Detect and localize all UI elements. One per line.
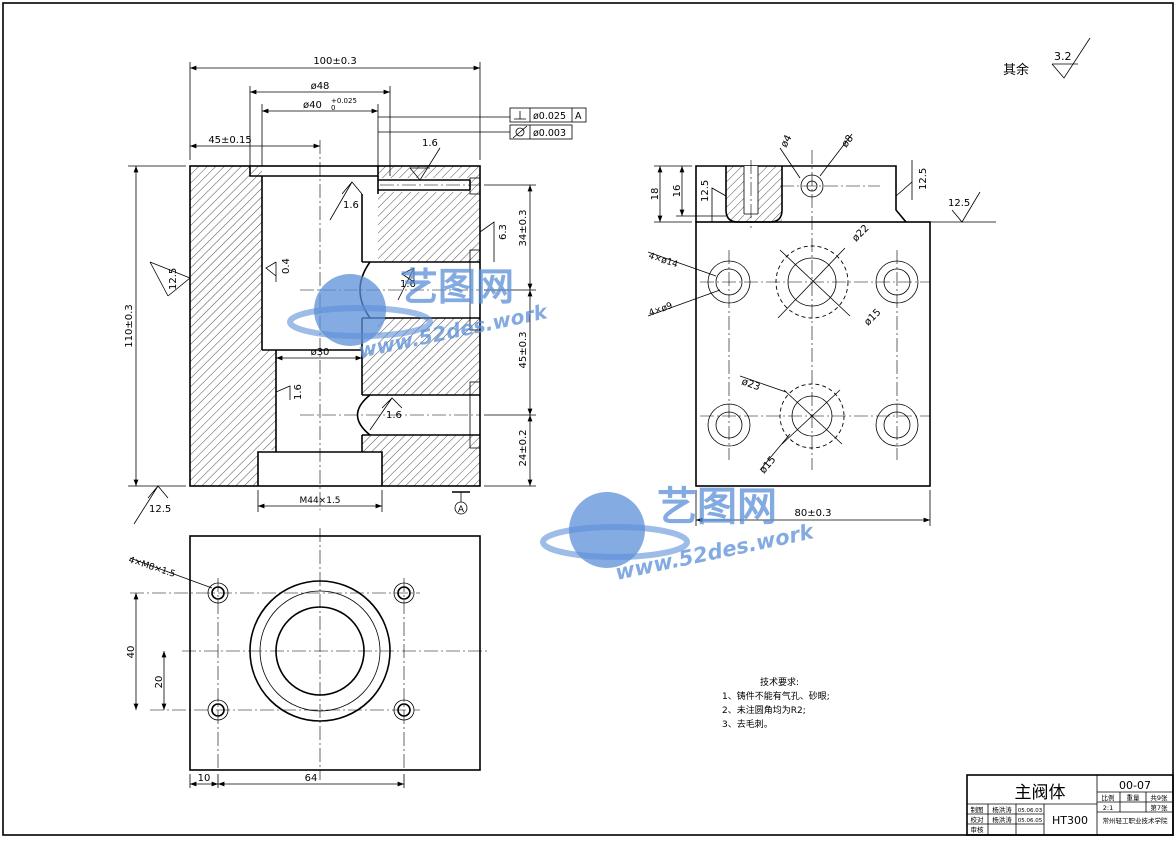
dim-h20: 20 (154, 676, 165, 689)
watermark-brand: 艺图网 (657, 484, 777, 530)
technical-notes: 技术要求: 1、铸件不能有气孔、砂眼; 2、未注圆角均为R2; 3、去毛刺。 (722, 676, 830, 730)
dim-h40: 40 (126, 646, 137, 659)
perp-ref: A (575, 111, 582, 122)
roughness-symbol: 0.4 (265, 258, 292, 282)
roughness-symbol: 12.5 (133, 485, 171, 525)
dim-h45: 45±0.3 (518, 331, 529, 368)
svg-text:05.06.05: 05.06.05 (1018, 818, 1043, 824)
svg-text:05.06.03: 05.06.03 (1018, 808, 1043, 814)
svg-text:第7张: 第7张 (1150, 803, 1168, 812)
svg-text:12.5: 12.5 (918, 168, 929, 190)
roughness-symbol: 12.5 (700, 180, 727, 222)
svg-text:0.4: 0.4 (281, 258, 292, 274)
svg-text:比例: 比例 (1102, 793, 1115, 802)
cylindricity-frame: ø0.003 (509, 124, 573, 140)
dim-width: 100±0.3 (313, 56, 356, 67)
svg-text:1.6: 1.6 (343, 200, 359, 211)
material: HT300 (1052, 814, 1088, 827)
dim-d23: ø23 (740, 376, 761, 393)
notes-title: 技术要求: (760, 676, 799, 688)
roughness-symbol: 12.5 (906, 191, 996, 223)
cyl-tol: ø0.003 (533, 128, 566, 139)
dim-d48: ø48 (311, 81, 330, 92)
svg-text:1.6: 1.6 (386, 410, 402, 421)
svg-text:6.3: 6.3 (498, 224, 509, 240)
svg-text:12.5: 12.5 (700, 180, 711, 202)
school: 常州轻工职业技术学院 (1103, 816, 1169, 825)
dim-d22: ø22 (850, 223, 871, 244)
title-block: 主阀体 00-07 比例 重量 共9张 2:1 第7张 制图 校对 审核 杨洪涛… (966, 774, 1174, 836)
dim-side-width: 80±0.3 (794, 508, 831, 519)
svg-text:审核: 审核 (971, 825, 985, 834)
svg-text:2:1: 2:1 (1103, 804, 1113, 812)
roughness-symbol: 1.6 (275, 384, 304, 412)
other-val: 3.2 (1054, 50, 1072, 63)
note-item: 1、铸件不能有气孔、砂眼; (722, 690, 830, 702)
watermark-brand: 艺图网 (400, 265, 514, 309)
roughness-symbol: 1.6 (409, 138, 441, 181)
svg-text:1.6: 1.6 (422, 138, 438, 149)
svg-text:12.5: 12.5 (168, 268, 179, 290)
watermark: 艺图网 www.52des.work (540, 484, 818, 585)
dim-d40: ø40 (303, 100, 322, 111)
svg-text:1.6: 1.6 (293, 384, 304, 400)
dim-d40-tol: +0.025 (331, 97, 357, 105)
top-view: 40 20 10 64 4×M8×1.5 (126, 528, 488, 788)
svg-text:1.6: 1.6 (400, 279, 416, 290)
dim-w64: 64 (305, 773, 318, 784)
dim-tap: 4×M8×1.5 (127, 555, 176, 580)
roughness-symbol: 12.5 (895, 160, 929, 200)
dim-d15b: ø15 (758, 454, 779, 476)
note-item: 3、去毛刺。 (722, 718, 773, 730)
dim-thread: M44×1.5 (299, 496, 340, 506)
dim-d40-tol-low: 0 (331, 104, 335, 112)
roughness-symbol: 1.6 (329, 181, 363, 221)
svg-text:共9张: 共9张 (1150, 793, 1168, 802)
drawing-no: 00-07 (1119, 779, 1151, 792)
perp-tol: ø0.025 (533, 111, 566, 122)
side-view: 18 16 12.5 12.5 12.5 ø4 ø8 ø22 ø15 ø23 ø… (647, 133, 996, 526)
part-name: 主阀体 (1015, 783, 1066, 803)
svg-text:校对: 校对 (971, 815, 985, 824)
dim-d15a: ø15 (862, 307, 883, 328)
dim-holes14: 4×ø14 (647, 251, 679, 270)
dim-w10: 10 (198, 773, 211, 784)
dim-d4: ø4 (779, 133, 795, 149)
dim-holes9: 4×ø9 (648, 301, 675, 319)
roughness-symbol: 6.3 (479, 221, 509, 262)
svg-text:制图: 制图 (971, 805, 984, 814)
note-item: 2、未注圆角均为R2; (722, 704, 806, 716)
dim-h18: 18 (650, 188, 661, 201)
roughness-symbol: 1.6 (397, 267, 416, 301)
perpendicularity-frame: ø0.025 A (509, 107, 587, 123)
svg-text:12.5: 12.5 (149, 504, 171, 515)
roughness-symbol: 12.5 (149, 261, 191, 297)
dim-h34: 34±0.3 (518, 209, 529, 246)
dim-d30: ø30 (311, 347, 330, 358)
svg-text:杨洪涛: 杨洪涛 (992, 815, 1012, 824)
general-roughness: 其余 3.2 (1003, 37, 1091, 79)
datum-label: A (458, 505, 465, 515)
svg-text:12.5: 12.5 (948, 198, 970, 209)
dim-x45: 45±0.15 (208, 135, 251, 146)
other-label: 其余 (1003, 62, 1029, 78)
roughness-symbol: 1.6 (369, 397, 403, 431)
svg-text:重量: 重量 (1127, 794, 1141, 802)
svg-text:杨洪涛: 杨洪涛 (992, 805, 1012, 814)
dim-h16: 16 (672, 185, 683, 198)
dim-h24: 24±0.2 (518, 429, 529, 466)
dim-height: 110±0.3 (124, 304, 135, 347)
